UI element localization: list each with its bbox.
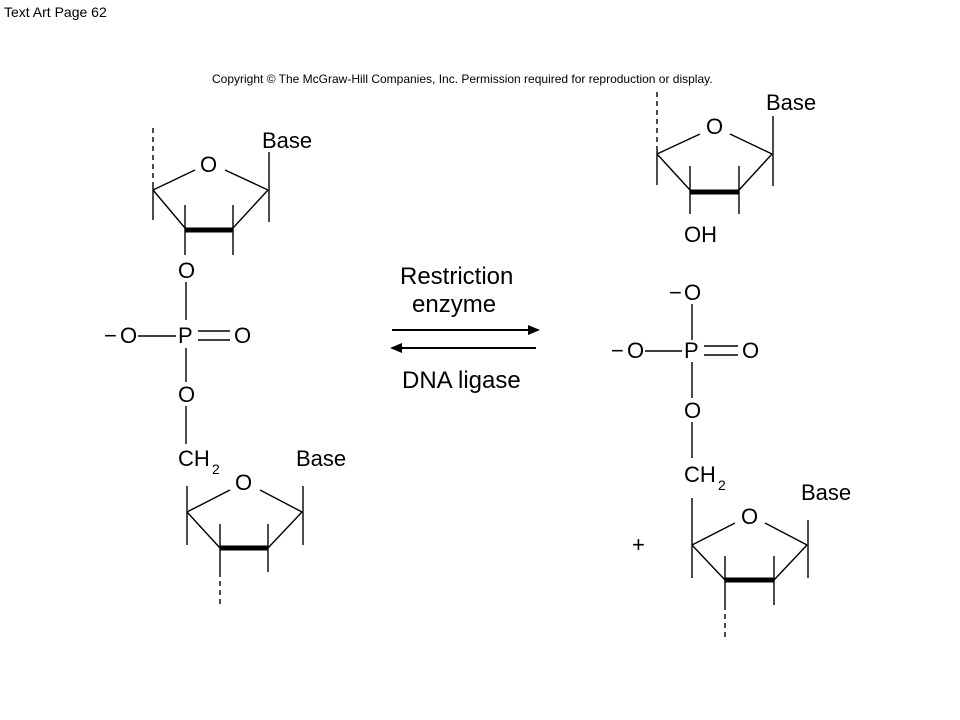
methylene-subscript: 2 — [718, 477, 726, 493]
oxygen-label: O — [684, 280, 701, 305]
ring-oxygen-label: O — [200, 152, 217, 177]
ring-oxygen-label: O — [235, 470, 252, 495]
oxygen-label: O — [178, 382, 195, 407]
oxygen-label: O — [627, 338, 644, 363]
base-label: Base — [296, 446, 346, 471]
right-lower-sugar: O Base — [691, 480, 851, 640]
methylene-subscript: 2 — [212, 461, 220, 477]
right-phosphate: − O − O P O O CH 2 — [611, 280, 759, 493]
oxygen-label: O — [120, 323, 137, 348]
oxygen-label: O — [684, 398, 701, 423]
oxygen-label: O — [742, 338, 759, 363]
oxygen-label: O — [234, 323, 251, 348]
left-phosphate: O − O P O O CH 2 — [104, 258, 251, 477]
left-upper-sugar: O Base — [152, 128, 312, 255]
right-upper-sugar: O Base OH — [656, 90, 816, 247]
enzyme-label: enzyme — [412, 291, 496, 318]
phosphorus-label: P — [178, 323, 193, 348]
page-title: Text Art Page 62 — [4, 4, 107, 20]
ring-oxygen-label: O — [741, 504, 758, 529]
plus-sign: + — [632, 532, 645, 557]
left-lower-sugar: O Base — [186, 446, 346, 608]
restriction-label: Restriction — [400, 263, 513, 290]
methylene-label: CH — [684, 462, 716, 487]
hydroxyl-label: OH — [684, 222, 717, 247]
base-label: Base — [262, 128, 312, 153]
negative-charge-label: − — [611, 338, 624, 363]
base-label: Base — [801, 480, 851, 505]
copyright-notice: Copyright © The McGraw-Hill Companies, I… — [212, 72, 713, 86]
methylene-label: CH — [178, 446, 210, 471]
negative-charge-label: − — [669, 280, 682, 305]
phosphorus-label: P — [684, 338, 699, 363]
base-label: Base — [766, 90, 816, 115]
oxygen-label: O — [178, 258, 195, 283]
reaction-arrows: Restriction enzyme DNA ligase — [390, 263, 540, 394]
negative-charge-label: − — [104, 323, 117, 348]
ring-oxygen-label: O — [706, 114, 723, 139]
dna-ligase-label: DNA ligase — [402, 367, 521, 394]
